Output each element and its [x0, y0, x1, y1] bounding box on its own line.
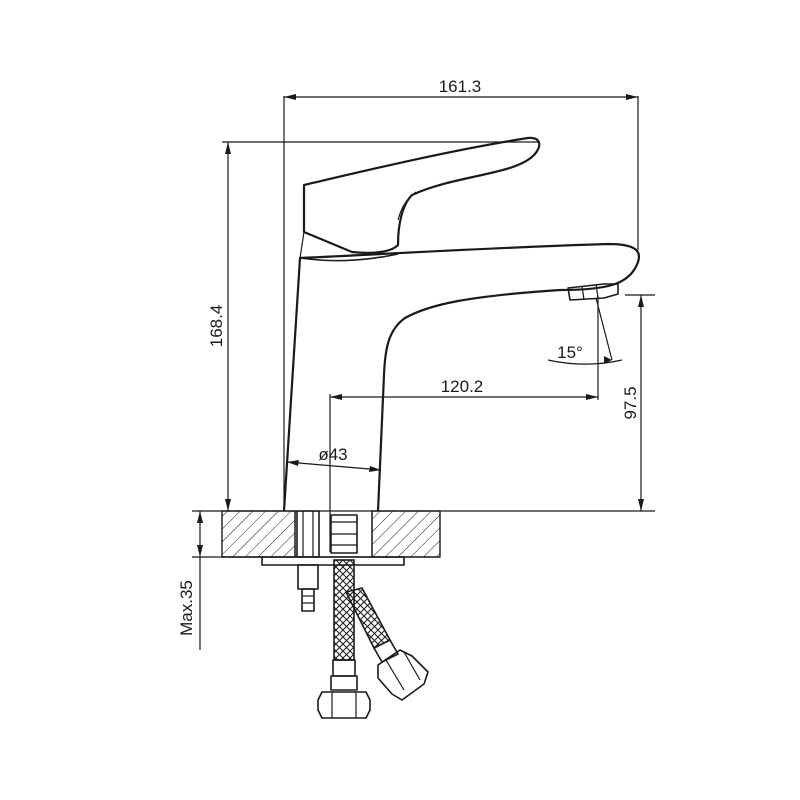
body-diameter-label: ø43	[318, 445, 347, 464]
max-thickness-label: Max.35	[177, 580, 196, 636]
dimension-lines	[192, 94, 655, 650]
aerator	[567, 283, 619, 301]
supply-hoses	[317, 514, 429, 719]
faucet-body	[282, 242, 641, 512]
spout-height-label: 97.5	[621, 386, 640, 419]
spout-angle-label: 15°	[557, 343, 583, 362]
faucet-lever-handle	[299, 136, 541, 259]
overall-width-label: 161.3	[439, 77, 482, 96]
mounting-hardware	[261, 510, 405, 612]
overall-height-label: 168.4	[207, 305, 226, 348]
spout-reach-label: 120.2	[441, 377, 484, 396]
